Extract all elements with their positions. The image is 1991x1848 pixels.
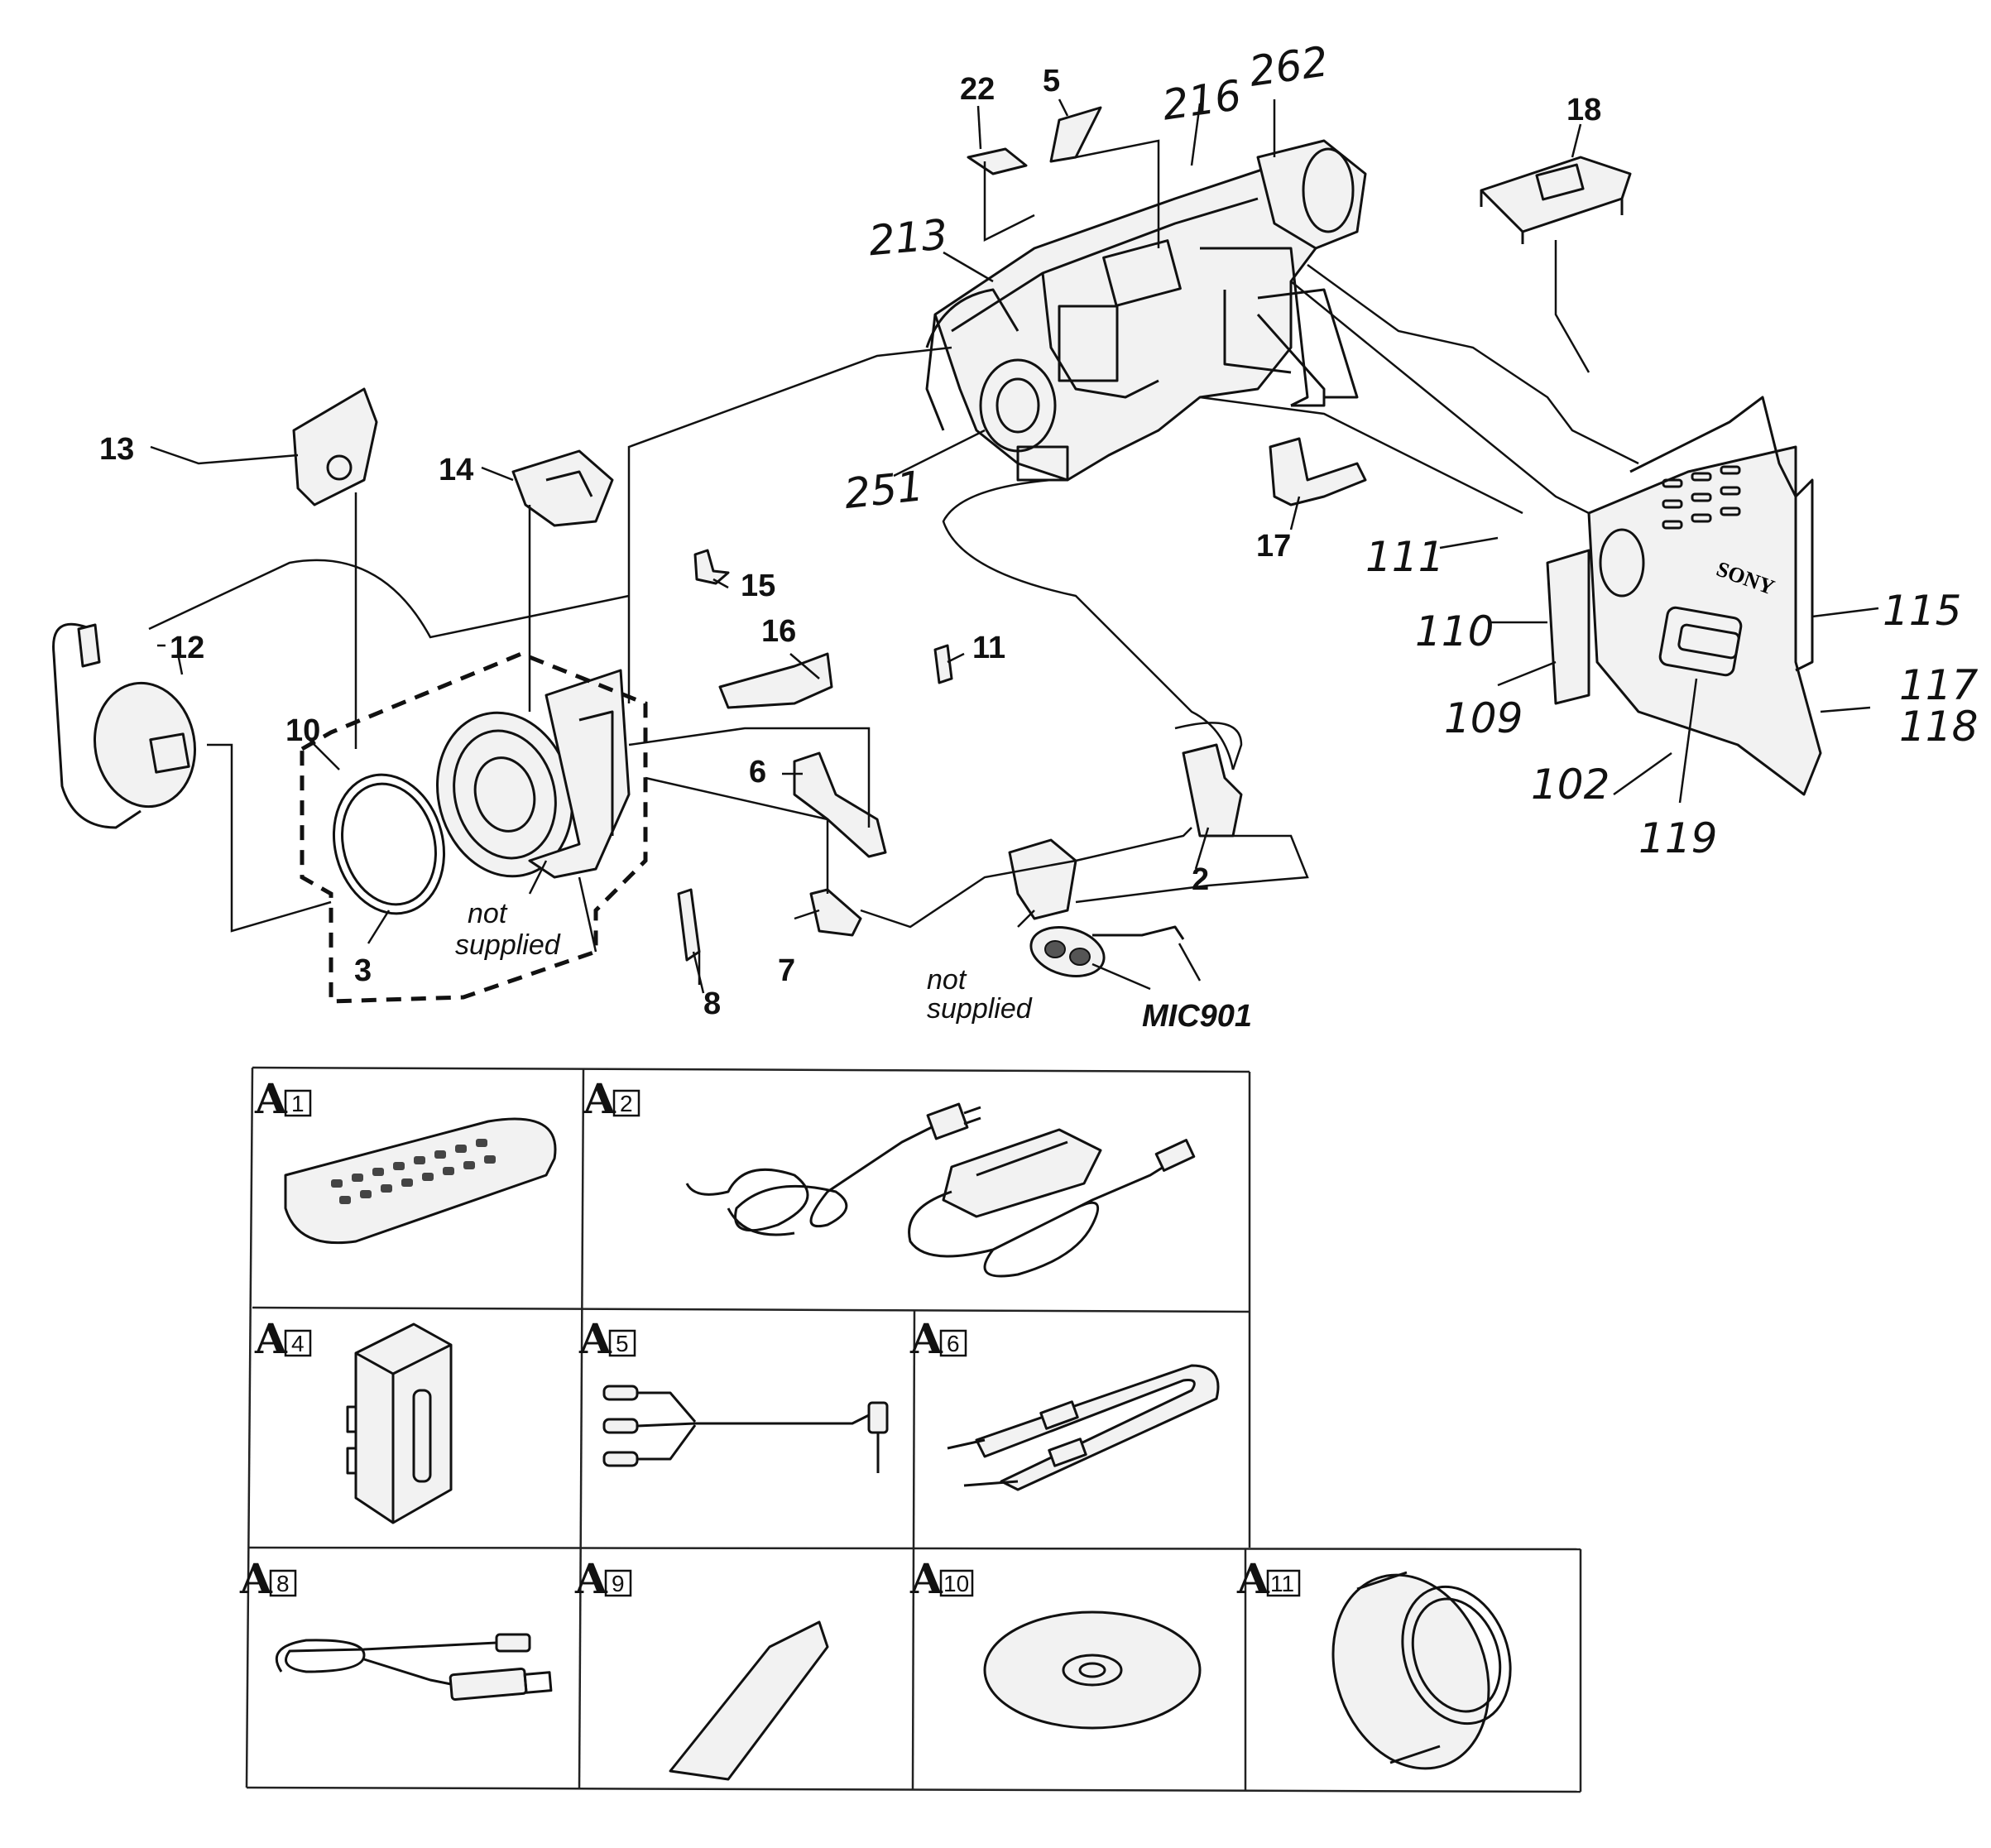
callout-11: 11 (972, 631, 1005, 665)
callout-111: 111 (1365, 533, 1444, 581)
exploded-view: SONY (52, 37, 1979, 1034)
part-17 (1269, 437, 1367, 506)
callout-2: 2 (1192, 862, 1209, 897)
cd-rom-icon (983, 1610, 1202, 1730)
callout-109: 109 (1444, 694, 1523, 742)
av-cable-icon (602, 1385, 889, 1473)
callout-22: 22 (960, 72, 995, 107)
accessory-9-number: 9 (612, 1571, 625, 1596)
lens-block-assembly (436, 669, 631, 879)
assembly-guide-lines (148, 139, 1639, 985)
callout-14: 14 (439, 453, 473, 487)
part-12-lens-cap (52, 622, 197, 829)
callout-251: 251 (842, 462, 926, 518)
callout-102: 102 (1531, 761, 1610, 809)
accessory-2-mark: A (583, 1074, 616, 1123)
part-16 (718, 652, 833, 709)
callout-262: 262 (1246, 37, 1331, 96)
accessory-cell-10: A 10 (909, 1554, 974, 1603)
accessory-cell-9: A 9 (574, 1554, 632, 1603)
callout-7: 7 (778, 953, 795, 988)
not-supplied-note-lens-line1: not (468, 898, 508, 929)
accessory-6-number: 6 (947, 1331, 960, 1356)
accessory-8-mark: A (239, 1554, 273, 1603)
accessory-cell-2: A 2 (583, 1074, 640, 1123)
part-3-filter-ring (332, 773, 446, 915)
part-13 (292, 387, 378, 506)
callout-17: 17 (1256, 529, 1291, 564)
part-7 (809, 888, 862, 937)
callout-13: 13 (99, 432, 134, 467)
part-6 (793, 751, 887, 858)
accessory-cell-5: A 5 (578, 1314, 636, 1363)
accessory-8-number: 8 (276, 1571, 290, 1596)
callout-5: 5 (1043, 64, 1060, 98)
part-8 (677, 888, 701, 962)
cleaning-cloth-icon (669, 1620, 829, 1781)
not-supplied-note-lens-line2: supplied (455, 929, 561, 961)
callout-3: 3 (354, 953, 372, 988)
mic901-microphone (1029, 925, 1185, 977)
label-leader-lines (150, 98, 1879, 994)
not-supplied-note-board-line2: supplied (927, 993, 1033, 1025)
callout-119: 119 (1638, 814, 1717, 862)
part-2 (1182, 743, 1243, 838)
accessory-11-number: 11 (1270, 1571, 1294, 1596)
callout-118: 118 (1899, 703, 1978, 751)
accessory-cell-6: A 6 (909, 1314, 967, 1363)
accessory-cell-4: A 4 (254, 1314, 312, 1363)
battery-pack-icon (346, 1322, 453, 1524)
part-14 (511, 449, 614, 527)
callout-216: 216 (1159, 71, 1245, 130)
lcd-vent-slots (1662, 465, 1741, 530)
part-15 (693, 549, 730, 585)
part-22 (967, 147, 1028, 175)
accessory-1-mark: A (254, 1074, 288, 1123)
callout-12: 12 (170, 631, 204, 665)
callout-10: 10 (285, 713, 320, 748)
accessory-cell-8: A 8 (239, 1554, 297, 1603)
accessory-6-mark: A (909, 1314, 943, 1363)
callout-117: 117 (1899, 661, 1979, 709)
callout-115: 115 (1883, 587, 1961, 635)
accessory-2-number: 2 (620, 1091, 633, 1116)
callout-mic901: MIC901 (1142, 999, 1252, 1034)
accessory-11-mark: A (1236, 1554, 1270, 1603)
lcd-panel-assembly: SONY (1546, 396, 1822, 796)
accessory-4-number: 4 (291, 1331, 305, 1356)
accessory-10-mark: A (909, 1554, 943, 1603)
accessory-cell-1: A 1 (254, 1074, 312, 1123)
accessory-10-number: 10 (943, 1571, 969, 1596)
callout-110: 110 (1415, 607, 1494, 655)
not-supplied-note-board-line1: not (927, 964, 967, 996)
remote-control-icon (284, 1117, 557, 1245)
main-chassis-assembly (925, 139, 1367, 482)
usb-cable-icon (275, 1633, 553, 1702)
mic-board-not-supplied (1008, 838, 1077, 920)
accessory-cell-11: A 11 (1236, 1554, 1301, 1603)
handwritten-callouts: 216 262 213 251 111 115 110 117 118 109 … (842, 37, 1979, 862)
callout-15: 15 (741, 569, 775, 603)
accessory-5-mark: A (578, 1314, 612, 1363)
accessory-1-number: 1 (291, 1091, 305, 1116)
not-supplied-notes: not supplied not supplied (455, 898, 1033, 1025)
shoulder-strap-icon (947, 1364, 1220, 1491)
part-18 (1480, 156, 1632, 244)
callout-6: 6 (749, 755, 766, 790)
lens-hood-icon (1331, 1571, 1512, 1770)
accessory-4-mark: A (254, 1314, 288, 1363)
printed-callouts: 22 5 18 13 14 15 12 16 11 17 10 6 2 3 7 … (99, 64, 1601, 1034)
callout-16: 16 (761, 614, 796, 649)
part-11 (933, 644, 953, 684)
accessory-9-mark: A (574, 1554, 608, 1603)
accessories-table: A 1 A 2 A 4 A 5 A 6 A 8 A (239, 1066, 1582, 1793)
accessory-5-number: 5 (616, 1331, 629, 1356)
callout-18: 18 (1566, 93, 1601, 127)
lens-block-dashed-outline (300, 651, 648, 1004)
accessories-grid (245, 1066, 1582, 1793)
ac-adaptor-icon (685, 1102, 1196, 1278)
callout-213: 213 (866, 210, 949, 265)
callout-8: 8 (703, 986, 721, 1021)
